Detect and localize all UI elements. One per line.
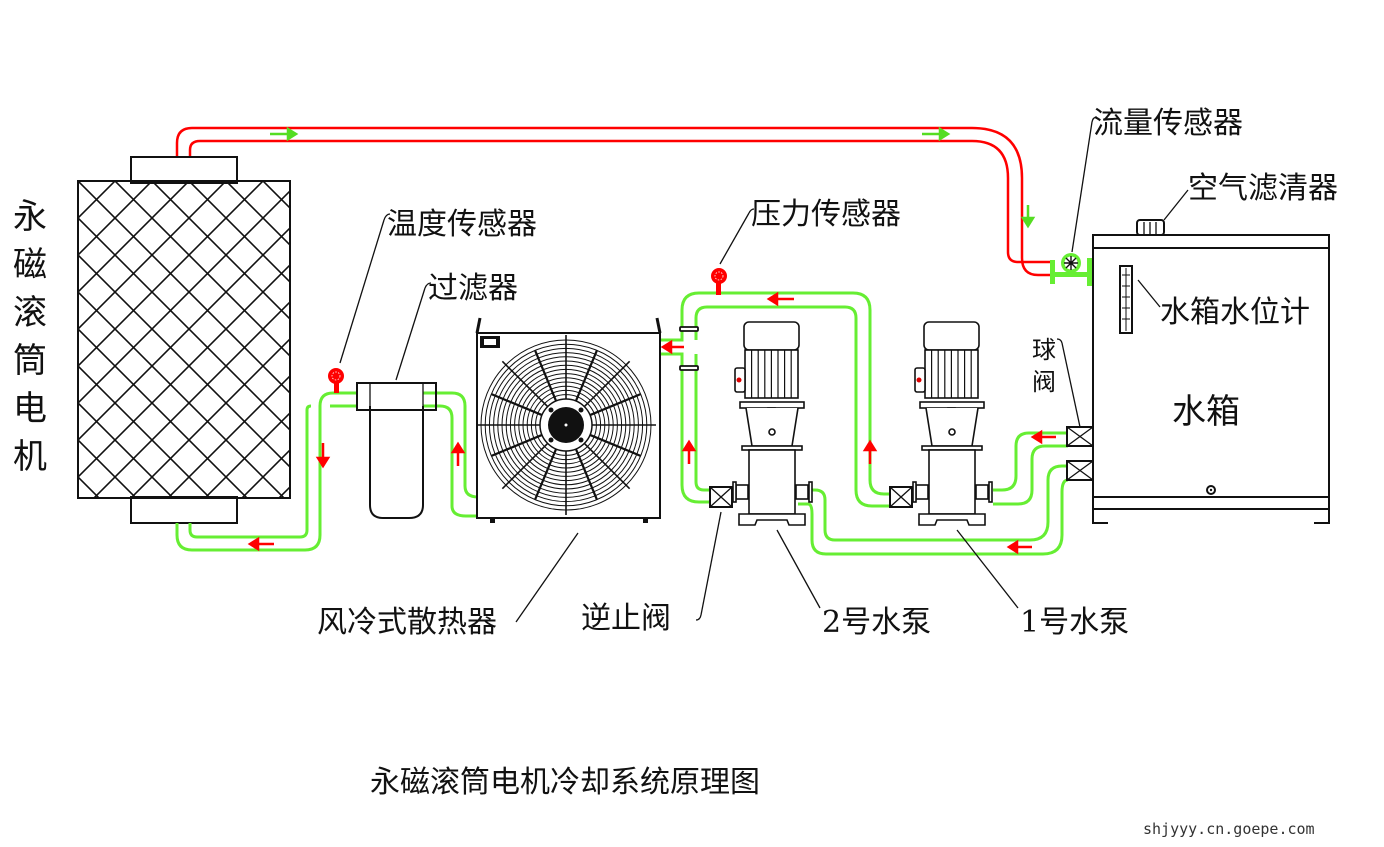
motor-label: 永 磁 滚 筒 电 机 [13,197,47,477]
motor-label-char: 滚 [13,293,47,333]
flow-arrows-red [247,291,1056,555]
ball-valve-label-char: 球 [1032,336,1056,364]
cool-supply-pipes [175,291,1069,556]
check-valve-pump1 [889,486,913,508]
ball-valves [1056,338,1094,481]
pump2-label: 2号水泵 [822,605,931,640]
temperature-sensor [328,213,391,393]
arrow-down-icon [315,443,331,469]
air-filter-label: 空气滤清器 [1188,171,1338,206]
ball-valve-label-char: 阀 [1032,368,1056,396]
arrow-left-icon [660,339,684,355]
arrow-up-icon [862,439,878,464]
temperature-sensor-label: 温度传感器 [387,207,537,242]
pump1-label: 1号水泵 [1020,605,1129,640]
motor-label-char: 机 [13,437,47,477]
pipe-union [679,365,699,371]
motor-label-char: 磁 [13,245,47,285]
water-filter [356,282,437,519]
check-valve-label: 逆止阀 [581,601,671,636]
pump-1 [912,321,993,526]
pressure-sensor [711,208,755,295]
arrow-down-icon [1020,205,1036,229]
flow-arrows-green [270,126,1036,229]
water-level-gauge [1119,265,1161,334]
air-cooler-label: 风冷式散热器 [317,605,497,640]
fan-grille-icon [476,335,656,515]
pump-2 [732,321,813,526]
filter-label: 过滤器 [428,271,518,306]
arrow-left-icon [247,536,274,552]
pipe-union [679,326,699,332]
arrow-left-icon [766,291,794,307]
pump2-leader [776,529,821,609]
level-gauge-label: 水箱水位计 [1160,295,1310,330]
arrow-right-icon [922,126,951,142]
pump1-leader [956,529,1019,609]
air-breather [1136,189,1189,236]
arrow-up-icon [681,439,697,464]
flow-sensor [1050,116,1098,286]
diagram-title: 永磁滚筒电机冷却系统原理图 [370,765,760,800]
motor-label-char: 电 [13,389,47,429]
pressure-sensor-label: 压力传感器 [751,197,901,232]
pm-drum-motor [77,156,291,524]
flow-sensor-label: 流量传感器 [1093,106,1243,141]
motor-label-char: 筒 [13,341,47,381]
arrow-left-icon [1006,539,1032,555]
arrow-left-icon [1030,429,1056,445]
motor-label-char: 永 [13,197,47,237]
watermark: shjyyy.cn.goepe.com [1143,820,1315,838]
hot-return-pipe [175,126,1050,277]
check-valve-pump2 [695,486,733,621]
tank-label: 水箱 [1172,392,1240,432]
arrow-up-icon [450,441,466,466]
air-cooled-radiator [475,317,662,623]
arrow-right-icon [270,126,299,142]
